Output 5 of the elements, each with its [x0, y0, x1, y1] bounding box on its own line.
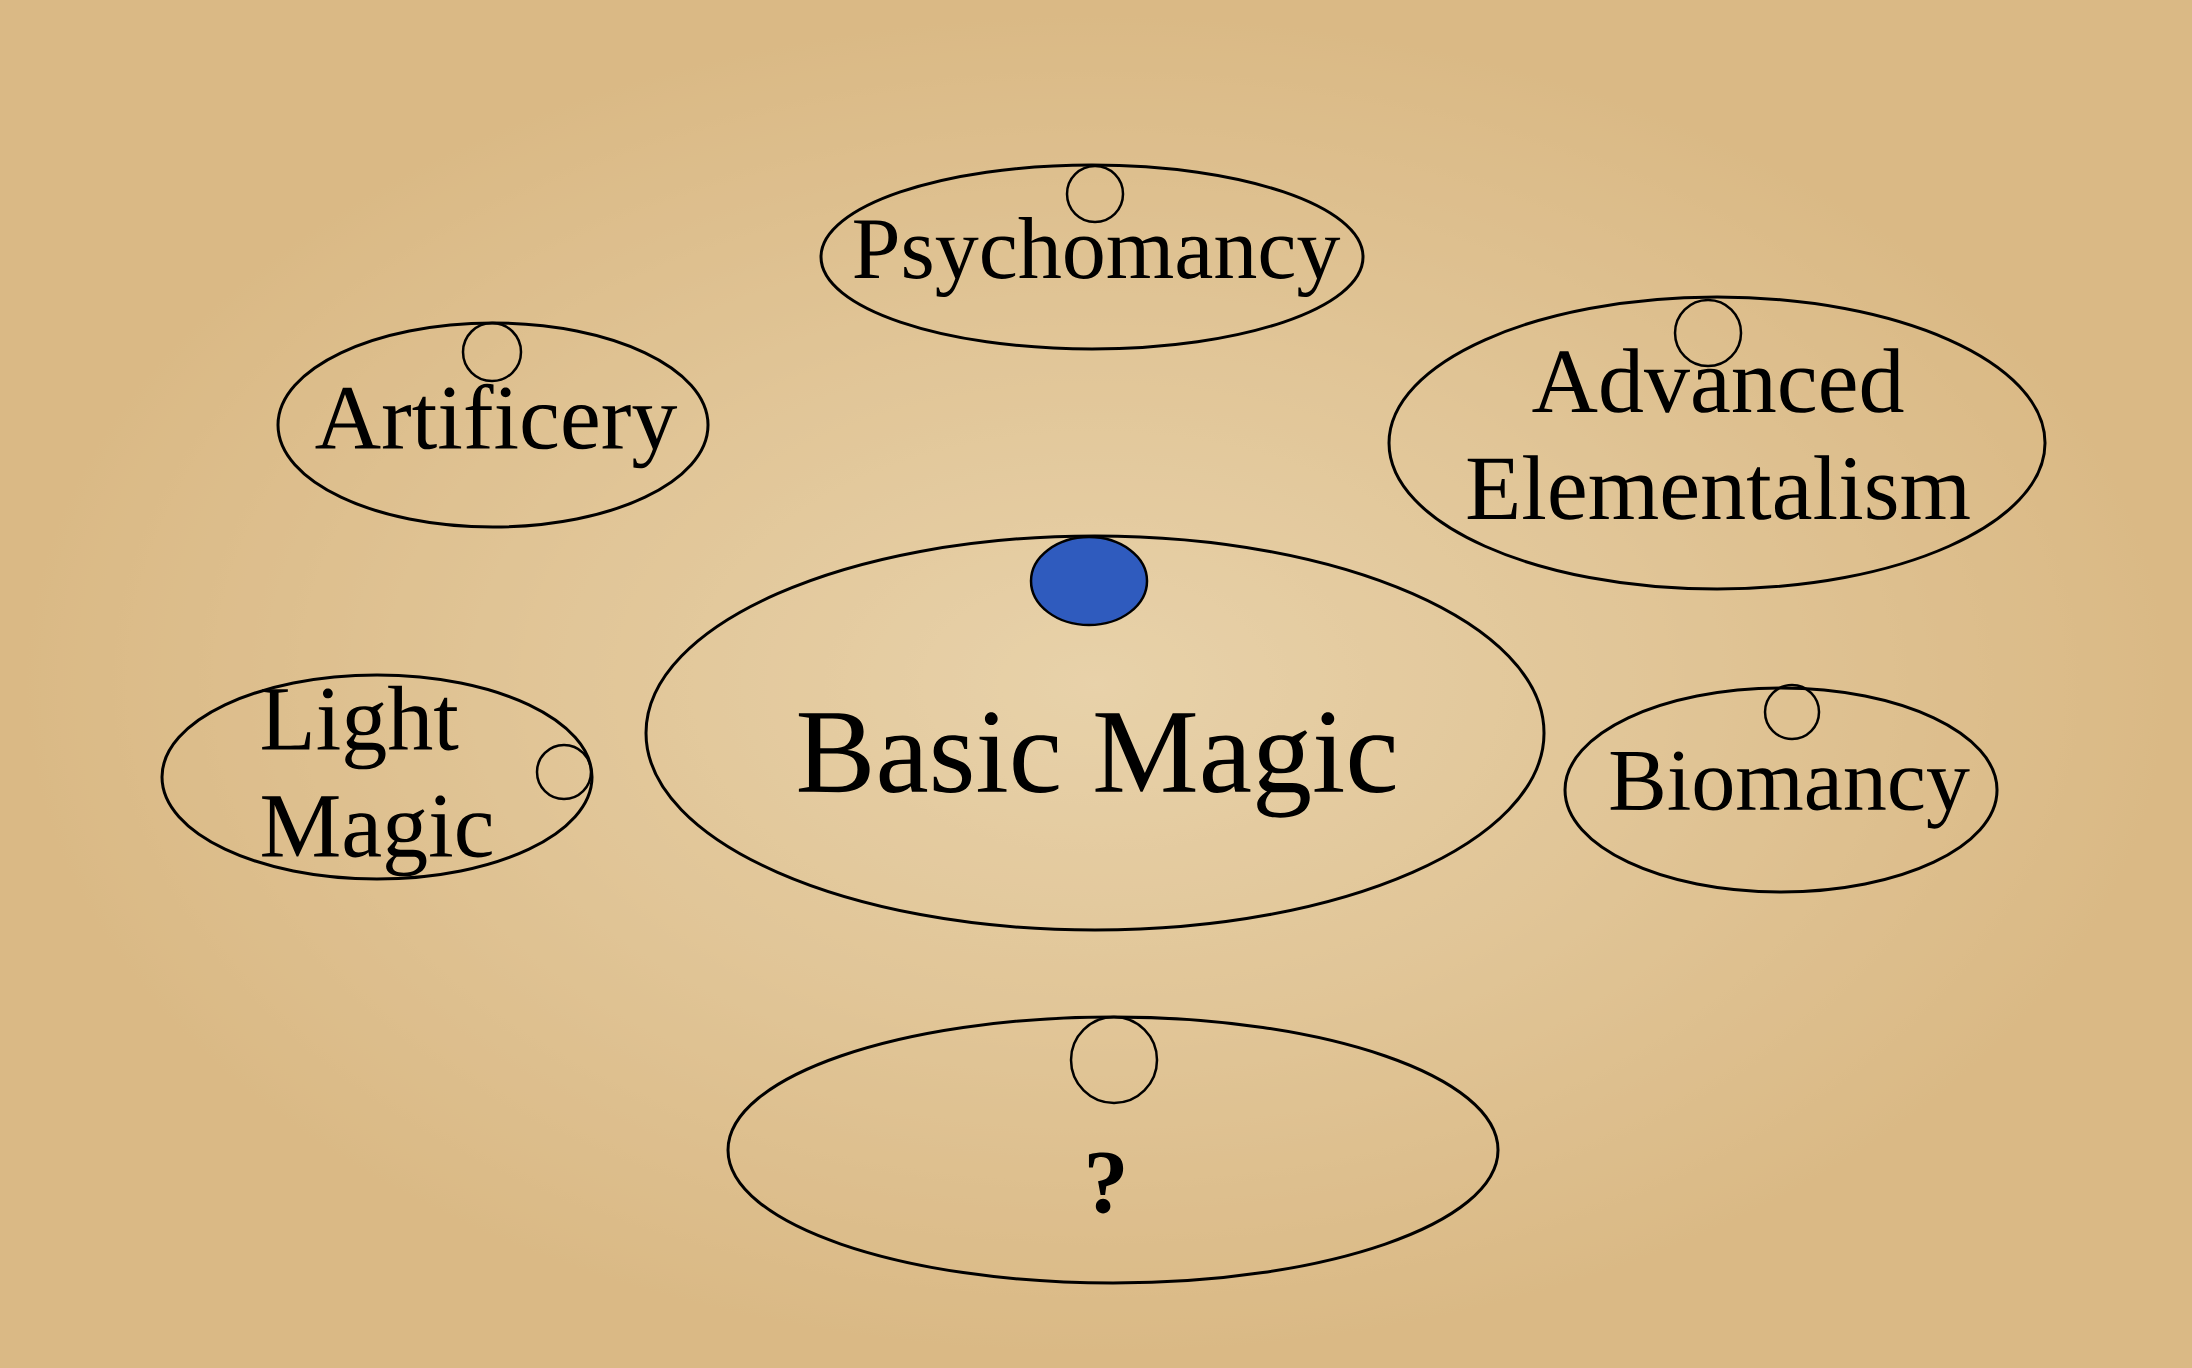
small-circle [535, 743, 593, 801]
small-circle [1763, 683, 1821, 741]
filled-oval [1029, 535, 1149, 627]
small-circle [1069, 1015, 1159, 1105]
small-circle [461, 321, 523, 383]
